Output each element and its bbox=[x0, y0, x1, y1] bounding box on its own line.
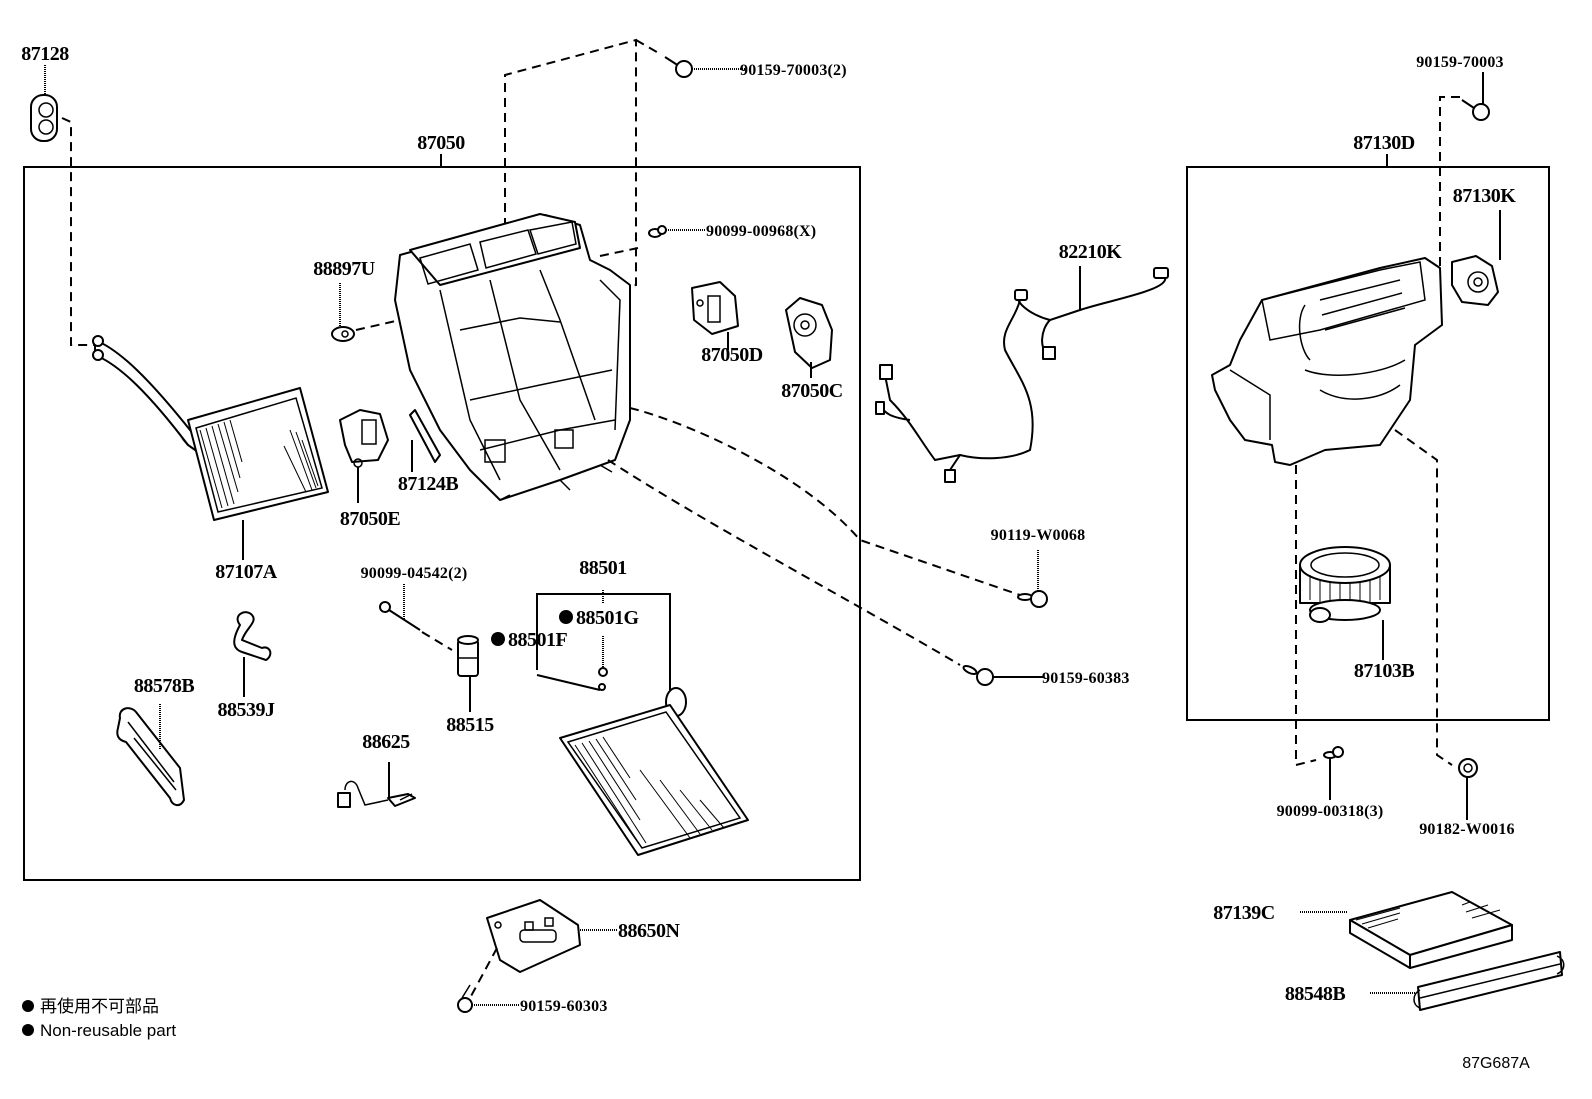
screw-90159-70003-2-icon[interactable] bbox=[664, 56, 693, 78]
label-88501G[interactable]: 88501G bbox=[576, 607, 640, 629]
label-87107A[interactable]: 87107A bbox=[215, 561, 278, 583]
dash-90182-W0016 bbox=[1394, 429, 1453, 766]
label-87128[interactable]: 87128 bbox=[21, 43, 70, 65]
label-90159-70003[interactable]: 90159-70003 bbox=[1416, 54, 1504, 71]
screw-90099-00968-icon[interactable] bbox=[648, 225, 667, 238]
servo-87130K-icon[interactable] bbox=[1451, 255, 1499, 306]
o-ring-88501F-icon[interactable] bbox=[598, 683, 606, 691]
dash-00968 bbox=[599, 247, 639, 257]
legend-english: Non-reusable part bbox=[40, 1021, 176, 1040]
servo-87050D-icon[interactable] bbox=[691, 281, 739, 335]
sensor-88897U-icon[interactable] bbox=[331, 326, 355, 342]
grommet-87128-icon[interactable] bbox=[30, 94, 58, 142]
non-reusable-mark-88501G bbox=[559, 610, 573, 624]
label-88501F[interactable]: 88501F bbox=[508, 629, 568, 651]
legend-bullet-en bbox=[22, 1024, 34, 1036]
label-88515[interactable]: 88515 bbox=[446, 714, 495, 736]
label-90099-04542-2[interactable]: 90099-04542(2) bbox=[361, 565, 468, 582]
label-88501[interactable]: 88501 bbox=[579, 557, 627, 579]
blower-motor-87103B-icon[interactable] bbox=[1299, 546, 1391, 623]
screw-90099-00318-icon[interactable] bbox=[1323, 746, 1344, 759]
heater-core-87107A-icon[interactable] bbox=[92, 335, 329, 521]
clip-88539J-icon[interactable] bbox=[233, 611, 272, 661]
thermistor-88625-icon[interactable] bbox=[337, 780, 416, 808]
bolt-90099-04542-icon[interactable] bbox=[379, 601, 453, 651]
screw-90159-70003-icon[interactable] bbox=[1461, 99, 1490, 121]
o-ring-88501G-icon[interactable] bbox=[598, 667, 608, 677]
label-88548B[interactable]: 88548B bbox=[1285, 983, 1346, 1005]
evaporator-bracket bbox=[536, 593, 671, 690]
non-reusable-mark-88501F bbox=[491, 632, 505, 646]
label-90119-W0068[interactable]: 90119-W0068 bbox=[991, 527, 1086, 544]
dash-90159-60383 bbox=[607, 459, 961, 666]
cabin-filter-87139C-icon[interactable] bbox=[1349, 891, 1513, 969]
heater-housing-icon[interactable] bbox=[394, 213, 631, 501]
label-88625[interactable]: 88625 bbox=[362, 731, 411, 753]
leader-88501F-line bbox=[536, 674, 601, 691]
label-90182-W0016[interactable]: 90182-W0016 bbox=[1419, 821, 1515, 838]
label-90159-60303[interactable]: 90159-60303 bbox=[520, 998, 608, 1015]
diagram-code: 87G687A bbox=[1462, 1055, 1530, 1072]
label-87130D[interactable]: 87130D bbox=[1353, 132, 1415, 154]
dash-90159-70003 bbox=[1425, 96, 1460, 279]
label-90099-00968-X[interactable]: 90099-00968(X) bbox=[706, 223, 816, 240]
wire-harness-82210K-icon[interactable] bbox=[875, 267, 1169, 483]
servo-87050E-icon[interactable] bbox=[339, 409, 389, 468]
label-87050[interactable]: 87050 bbox=[417, 132, 466, 154]
label-82210K[interactable]: 82210K bbox=[1059, 241, 1123, 263]
evaporator-88501-icon[interactable] bbox=[559, 687, 749, 856]
label-87103B[interactable]: 87103B bbox=[1354, 660, 1415, 682]
label-90099-00318-3[interactable]: 90099-00318(3) bbox=[1277, 803, 1384, 820]
label-90159-70003-2[interactable]: 90159-70003(2) bbox=[740, 62, 847, 79]
dash-90119-W0068 bbox=[629, 407, 1021, 596]
dash-88897U bbox=[355, 319, 401, 331]
label-87130K[interactable]: 87130K bbox=[1453, 185, 1517, 207]
legend-japanese: 再使用不可部品 bbox=[40, 996, 159, 1016]
screw-90119-W0068-icon[interactable] bbox=[1017, 590, 1048, 608]
legend-bullet-ja bbox=[22, 1000, 34, 1012]
screw-90159-60303-icon[interactable] bbox=[457, 984, 473, 1013]
label-88650N[interactable]: 88650N bbox=[618, 920, 681, 942]
filter-cover-88548B-icon[interactable] bbox=[1413, 951, 1565, 1011]
label-87050D[interactable]: 87050D bbox=[701, 344, 763, 366]
blower-housing-icon[interactable] bbox=[1211, 257, 1443, 466]
expansion-valve-88515-icon[interactable] bbox=[457, 635, 479, 677]
blower-unit-group-box bbox=[1186, 166, 1550, 721]
dash-87128-heatercore bbox=[61, 117, 100, 346]
servo-87050C-icon[interactable] bbox=[785, 297, 833, 369]
label-87139C[interactable]: 87139C bbox=[1213, 902, 1275, 924]
nut-90182-W0016-icon[interactable] bbox=[1458, 758, 1478, 778]
screw-90159-60383-icon[interactable] bbox=[962, 664, 994, 686]
dash-90099-00318 bbox=[1295, 465, 1317, 767]
dash-88650N bbox=[469, 947, 498, 999]
label-90159-60383[interactable]: 90159-60383 bbox=[1042, 670, 1130, 687]
label-87124B[interactable]: 87124B bbox=[398, 473, 459, 495]
label-87050E[interactable]: 87050E bbox=[340, 508, 401, 530]
label-87050C[interactable]: 87050C bbox=[781, 380, 843, 402]
label-88578B[interactable]: 88578B bbox=[134, 675, 195, 697]
ac-amplifier-88650N-icon[interactable] bbox=[486, 899, 581, 973]
seal-87124B-icon[interactable] bbox=[409, 409, 441, 463]
pipe-88578B-icon[interactable] bbox=[116, 707, 185, 806]
label-88897U[interactable]: 88897U bbox=[313, 258, 375, 280]
dash-screw-top-2 bbox=[635, 39, 663, 56]
label-88539J[interactable]: 88539J bbox=[218, 699, 276, 721]
